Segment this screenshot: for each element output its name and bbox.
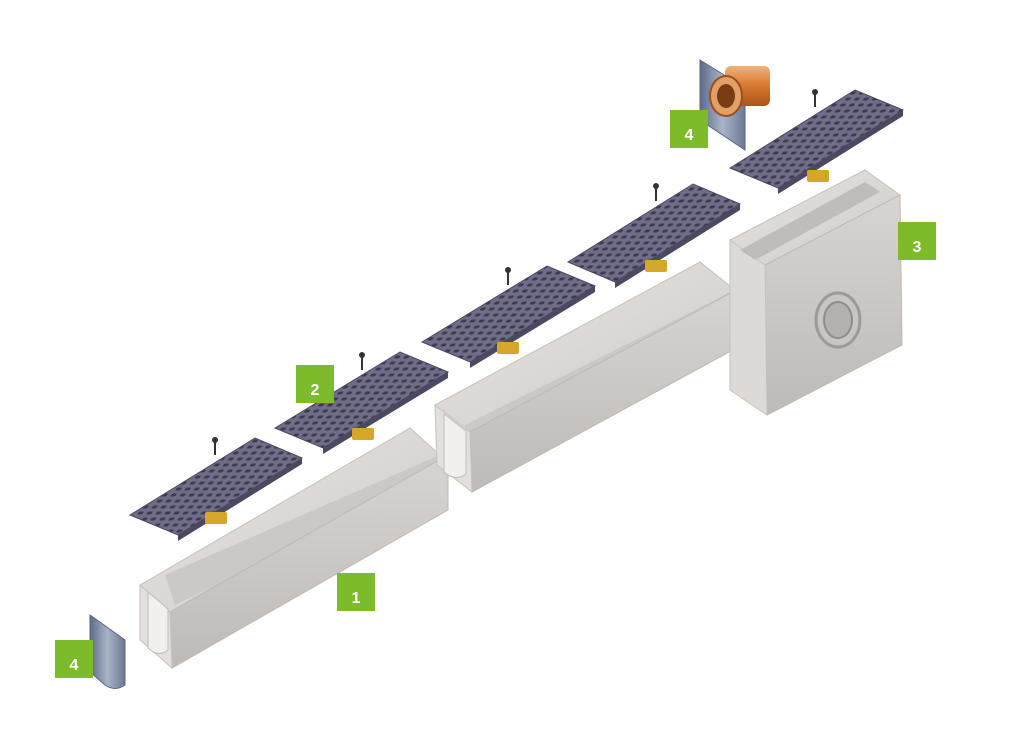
channel-front [139, 427, 449, 670]
sump-unit [729, 169, 903, 416]
channel-middle [434, 261, 743, 494]
label-grate: 2 [296, 365, 334, 403]
grate-2 [273, 351, 450, 454]
grate-1 [128, 437, 304, 541]
end-cap-outlet [699, 59, 770, 151]
end-cap-plate [89, 614, 126, 689]
grate-5 [728, 89, 905, 194]
grate-4 [566, 183, 742, 288]
grate-3 [420, 265, 597, 368]
label-sump-unit: 3 [898, 222, 936, 260]
label-end-cap-outlet: 4 [670, 110, 708, 148]
label-end-cap-front: 4 [55, 640, 93, 678]
label-channel: 1 [337, 573, 375, 611]
